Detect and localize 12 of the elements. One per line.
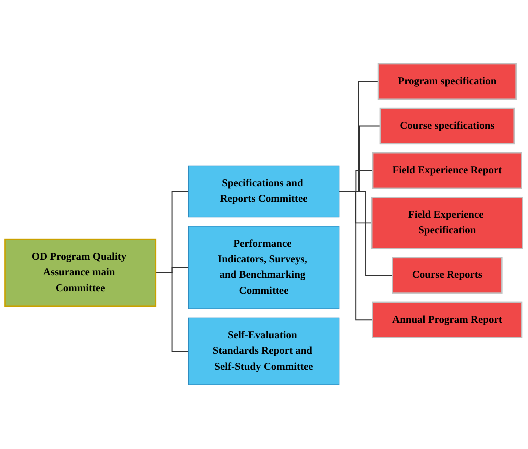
- node-box: Performance Indicators, Surveys, and Benchmarking Committee: [188, 226, 340, 310]
- node-box: Field Experience Specification: [371, 196, 524, 250]
- connector: [338, 191, 374, 321]
- node-box: Course Reports: [392, 257, 503, 294]
- node-box: Field Experience Report: [372, 152, 522, 190]
- node-box: OD Program Quality Assurance main Committee: [4, 238, 157, 308]
- node-box: Annual Program Report: [372, 302, 523, 338]
- connector: [155, 272, 190, 352]
- node-box: Course specifications: [380, 108, 516, 145]
- node-box: Self-Evaluation Standards Report and Self-Study Committee: [188, 318, 340, 386]
- node-box: Program specification: [378, 63, 517, 100]
- node-box: Specifications and Reports Committee: [188, 166, 340, 218]
